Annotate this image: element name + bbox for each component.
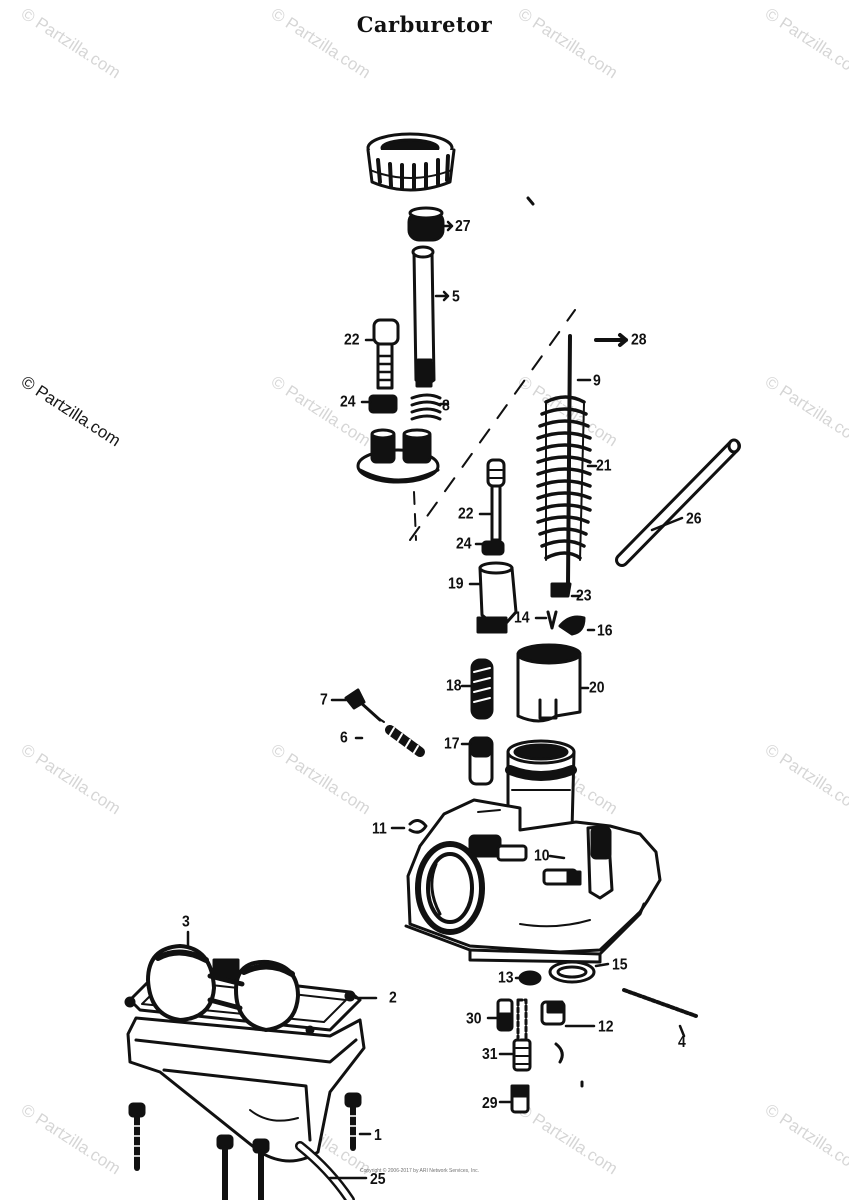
callout-17: 17 — [444, 733, 460, 753]
callout-3: 3 — [182, 911, 190, 931]
part-5-tube — [411, 245, 436, 388]
part-29-jet — [510, 1084, 530, 1114]
part-17-holder — [468, 736, 494, 786]
callout-12: 12 — [598, 1016, 614, 1036]
diagram-title: Carburetor — [356, 12, 493, 37]
callout-6: 6 — [340, 727, 348, 747]
assembly-guide-line — [413, 491, 417, 541]
part-9-needle — [566, 334, 572, 587]
callout-16: 16 — [597, 620, 613, 640]
part-1-screws — [128, 1092, 362, 1200]
part-8-spring-upper — [410, 393, 442, 421]
part-15-washer — [548, 960, 596, 984]
part-18-spring — [470, 658, 494, 720]
part-6-spring — [385, 725, 425, 757]
callout-18: 18 — [446, 675, 462, 695]
part-19-tube — [476, 561, 518, 634]
callout-4: 4 — [678, 1031, 686, 1051]
callout-13: 13 — [498, 967, 514, 987]
callout-20: 20 — [589, 677, 605, 697]
callout-31: 31 — [482, 1043, 498, 1063]
callout-26: 26 — [686, 508, 702, 528]
part-clip — [554, 1042, 564, 1064]
callout-25: 25 — [370, 1168, 386, 1188]
callout-8: 8 — [442, 395, 450, 415]
part-27-cap — [407, 206, 445, 242]
top-cap-part — [366, 132, 456, 192]
part-23-clip — [550, 582, 572, 598]
part-3-floats — [146, 944, 300, 1032]
callout-19: 19 — [448, 573, 464, 593]
callout-14: 14 — [514, 607, 530, 627]
part-7-screw — [344, 688, 385, 723]
callout-22: 22 — [458, 503, 474, 523]
part-24-nut-upper — [368, 394, 398, 414]
mixing-chamber-cap-part — [356, 428, 440, 484]
part-12-plug — [540, 1000, 566, 1026]
callout-22: 22 — [344, 329, 360, 349]
callout-30: 30 — [466, 1008, 482, 1028]
part-26-hose — [615, 438, 741, 567]
part-22-screw-lower — [486, 458, 506, 542]
callout-5: 5 — [452, 286, 460, 306]
callout-7: 7 — [320, 689, 328, 709]
callout-29: 29 — [482, 1092, 498, 1112]
callout-1: 1 — [374, 1124, 382, 1144]
part-24-nut-lower — [481, 540, 505, 556]
part-14-ring — [546, 610, 558, 630]
part-20-slide — [516, 643, 582, 723]
callout-24: 24 — [456, 533, 472, 553]
callout-leaders — [186, 220, 686, 1180]
carburetor-body-part — [404, 739, 662, 964]
callout-9: 9 — [593, 370, 601, 390]
part-4-pin — [622, 988, 698, 1018]
callout-11: 11 — [372, 818, 387, 838]
callout-15: 15 — [612, 954, 628, 974]
copyright-notice: Copyright © 2006-2017 by ARI Network Ser… — [360, 1168, 480, 1174]
part-31-jet — [512, 998, 532, 1072]
callout-2: 2 — [389, 987, 397, 1007]
part-11-ring — [408, 819, 428, 834]
part-16-washer — [558, 615, 586, 636]
callout-24: 24 — [340, 391, 356, 411]
callout-28: 28 — [631, 329, 647, 349]
callout-27: 27 — [455, 215, 471, 235]
callout-10: 10 — [534, 845, 550, 865]
callout-21: 21 — [596, 455, 612, 475]
callout-23: 23 — [576, 585, 592, 605]
part-21-spring — [536, 395, 592, 561]
part-30-jet — [496, 998, 514, 1032]
part-22-screw-upper — [372, 318, 400, 390]
